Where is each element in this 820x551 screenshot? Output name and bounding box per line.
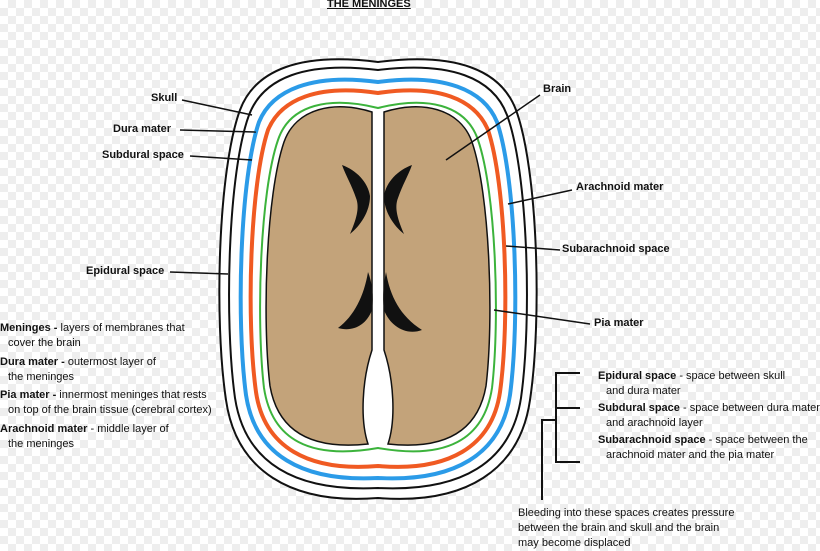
label-epidural-space: Epidural space bbox=[86, 265, 165, 277]
ventricle-upper-right bbox=[384, 165, 412, 234]
label-pia-mater: Pia mater bbox=[594, 317, 644, 329]
definition-epidural-space: Epidural space - space between skull and… bbox=[598, 370, 786, 397]
label-arachnoid-mater: Arachnoid mater bbox=[576, 181, 664, 193]
ventricle-lower-left bbox=[338, 272, 373, 330]
label-brain: Brain bbox=[543, 83, 572, 95]
brain-left-hemisphere bbox=[265, 106, 373, 446]
definition-arachnoid-mater: Arachnoid mater - middle layer of the me… bbox=[0, 423, 169, 450]
definition-pia-mater: Pia mater - innermost meninges that rest… bbox=[0, 389, 212, 416]
diagram-title: THE MENINGES bbox=[327, 0, 411, 10]
leader-subarachnoid bbox=[505, 245, 561, 251]
definition-meninges: Meninges - layers of membranes that cove… bbox=[0, 322, 185, 349]
bracket-to-note bbox=[541, 419, 556, 500]
arachnoid-mater-layer bbox=[248, 88, 508, 469]
label-subarachnoid-space: Subarachnoid space bbox=[562, 243, 670, 255]
label-skull: Skull bbox=[151, 92, 178, 104]
leader-brain bbox=[445, 94, 541, 161]
definition-subarachnoid-space: Subarachnoid space - space between the a… bbox=[598, 434, 808, 461]
leader-skull bbox=[181, 99, 253, 116]
leader-dura bbox=[179, 129, 257, 133]
dura-mater-layer bbox=[238, 77, 518, 481]
leader-pia bbox=[493, 309, 591, 325]
label-subdural-space: Subdural space bbox=[102, 149, 184, 161]
brain-right-hemisphere bbox=[383, 106, 491, 446]
ventricle-upper-left bbox=[342, 165, 370, 234]
pia-mater-layer bbox=[259, 101, 497, 453]
leader-subdural bbox=[189, 155, 253, 161]
spaces-bracket bbox=[555, 372, 580, 463]
bleeding-note: Bleeding into these spaces creates press… bbox=[518, 507, 735, 549]
leader-epidural bbox=[169, 271, 229, 275]
definition-dura-mater: Dura mater - outermost layer of the meni… bbox=[0, 356, 156, 383]
skull-inner bbox=[228, 66, 528, 490]
label-dura-mater: Dura mater bbox=[113, 123, 172, 135]
definition-subdural-space: Subdural space - space between dura mate… bbox=[598, 402, 820, 429]
ventricle-lower-right bbox=[383, 272, 422, 332]
leader-arachnoid bbox=[507, 189, 573, 205]
